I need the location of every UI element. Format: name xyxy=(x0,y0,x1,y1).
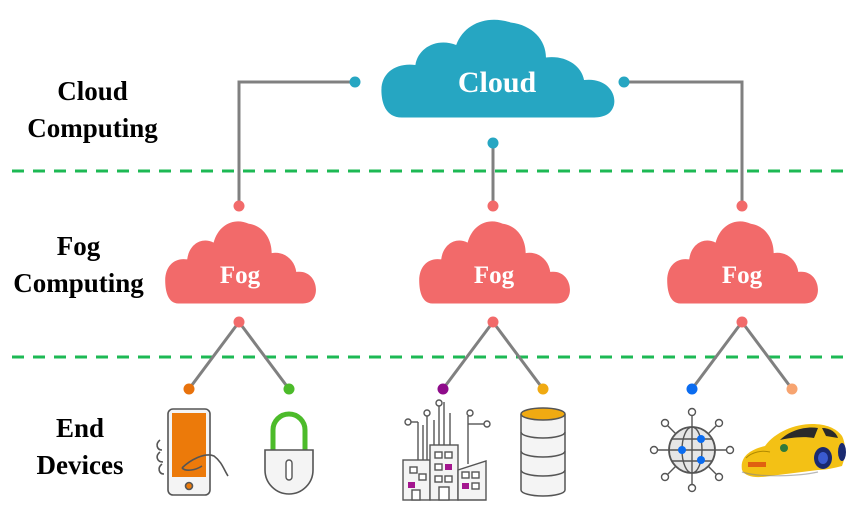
layer-label-end-devices: End Devices xyxy=(0,410,160,484)
connector-fog2-device4 xyxy=(491,321,545,390)
smart-city-icon xyxy=(402,399,491,501)
connector-dot-fog2-bottom xyxy=(487,316,499,328)
connector-fog3-device6 xyxy=(740,321,794,390)
connector-dot-fog3-top xyxy=(736,200,748,212)
smartphone-icon xyxy=(156,408,229,496)
fog-label-3: Fog xyxy=(722,262,763,289)
connector-fog1-device2 xyxy=(237,321,291,390)
layer-label-line: Computing xyxy=(27,113,158,143)
connector-cloud-fog-left xyxy=(237,80,355,206)
connector-dot-cloud-left xyxy=(349,76,361,88)
layer-label-line: Fog xyxy=(56,231,101,261)
fog-label-2: Fog xyxy=(474,262,515,289)
connector-dot-device-smartphone xyxy=(183,383,195,395)
layer-label-line: End xyxy=(55,413,105,443)
layer-label-cloud-computing: Cloud Computing xyxy=(0,73,185,147)
layer-label-fog-computing: Fog Computing xyxy=(0,228,157,302)
connector-dot-device-padlock xyxy=(283,383,295,395)
layer-label-line: Cloud xyxy=(57,76,128,106)
connector-dot-device-database xyxy=(537,383,549,395)
connector-dot-fog1-top xyxy=(233,200,245,212)
layer-label-line: Devices xyxy=(36,450,124,480)
layer-label-line: Computing xyxy=(13,268,144,298)
connector-dot-fog1-bottom xyxy=(233,316,245,328)
padlock-icon xyxy=(264,411,314,495)
connector-dot-fog3-bottom xyxy=(736,316,748,328)
fog-label-1: Fog xyxy=(220,262,261,289)
connector-dot-fog2-top xyxy=(487,200,499,212)
cloud-label: Cloud xyxy=(458,66,537,99)
connector-dot-device-smart-city xyxy=(437,383,449,395)
connector-dot-cloud-bottom xyxy=(487,137,499,149)
connector-fog1-device1 xyxy=(187,321,241,390)
connector-dot-cloud-right xyxy=(618,76,630,88)
connector-cloud-fog-right xyxy=(624,80,744,206)
connector-dot-device-car xyxy=(786,383,798,395)
sports-car-icon xyxy=(741,424,846,478)
database-icon xyxy=(520,407,566,497)
connector-dot-device-globe xyxy=(686,383,698,395)
connector-fog3-device5 xyxy=(690,321,744,390)
network-globe-icon xyxy=(649,407,735,493)
connector-fog2-device3 xyxy=(441,321,495,390)
